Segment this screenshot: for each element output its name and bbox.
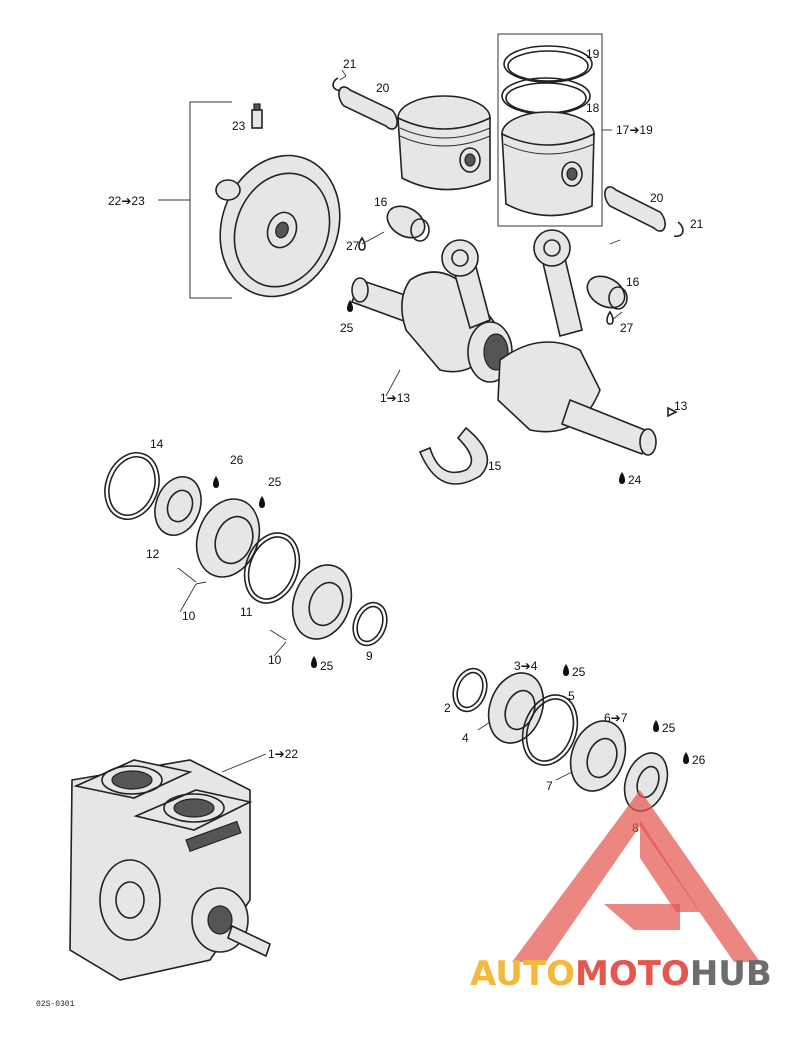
callout-6-7: 6➔7 — [604, 711, 628, 725]
flywheel-drawing — [158, 101, 341, 299]
callout-27-left: 27 — [346, 239, 360, 253]
callout-23: 23 — [232, 119, 246, 133]
callout-10-b: 10 — [268, 653, 282, 667]
callout-18: 18 — [586, 101, 600, 115]
callout-17-19: 17➔19 — [616, 123, 653, 137]
callout-13: 13 — [674, 399, 688, 413]
callout-16-left: 16 — [374, 195, 388, 209]
callout-14: 14 — [150, 437, 164, 451]
callout-25-crank: 25 — [340, 321, 354, 335]
drop-icon — [213, 476, 219, 488]
callout-16-right: 16 — [626, 275, 640, 289]
drop-icon — [606, 310, 614, 325]
callout-26-right: 26 — [692, 753, 706, 767]
watermark-logo: AUTOMOTOHUB — [470, 790, 772, 994]
drop-icon — [619, 472, 625, 484]
callout-1-22: 1➔22 — [268, 747, 298, 761]
callout-21-top: 21 — [343, 57, 357, 71]
piston-assembly-drawing — [332, 33, 684, 238]
callout-25-r2: 25 — [662, 721, 676, 735]
callout-9: 9 — [366, 649, 373, 663]
drawing-code: 02S-0301 — [36, 1000, 75, 1009]
callout-7: 7 — [546, 779, 553, 793]
callout-25-r1: 25 — [572, 665, 586, 679]
left-bearing-group-drawing — [104, 452, 388, 657]
callout-20-right: 20 — [650, 191, 664, 205]
lubricant-drop-icons — [213, 236, 689, 764]
right-bearing-group-drawing — [452, 667, 669, 812]
callout-12: 12 — [146, 547, 160, 561]
drop-icon — [563, 664, 569, 676]
callout-25-left: 25 — [268, 475, 282, 489]
thrust-washer-drawing — [418, 426, 489, 485]
callout-2: 2 — [444, 701, 451, 715]
callout-4: 4 — [462, 731, 469, 745]
callout-26-left: 26 — [230, 453, 244, 467]
callout-24: 24 — [628, 473, 642, 487]
callout-3-4: 3➔4 — [514, 659, 538, 673]
callout-27-right: 27 — [620, 321, 634, 335]
drop-icon — [347, 300, 353, 312]
engine-block-drawing — [69, 753, 271, 981]
drop-icon — [653, 720, 659, 732]
callout-11: 11 — [240, 605, 253, 619]
callout-1-13: 1➔13 — [380, 391, 410, 405]
callout-10-a: 10 — [182, 609, 196, 623]
drop-icon — [311, 656, 317, 668]
callout-21-right: 21 — [690, 217, 704, 231]
drop-icon — [667, 406, 678, 418]
needle-bearings-drawing — [386, 205, 628, 310]
crankshaft-drawing — [350, 229, 657, 456]
callout-19: 19 — [586, 47, 600, 61]
callout-5: 5 — [568, 689, 575, 703]
drop-icon — [683, 752, 689, 764]
drop-icon — [259, 496, 265, 508]
callout-20-top: 20 — [376, 81, 390, 95]
drop-icon — [358, 236, 366, 251]
callout-22-23: 22➔23 — [108, 194, 145, 208]
watermark-auto: AUTOMOTOHUB — [470, 954, 772, 994]
callout-15: 15 — [488, 459, 502, 473]
callout-25-bottom: 25 — [320, 659, 334, 673]
